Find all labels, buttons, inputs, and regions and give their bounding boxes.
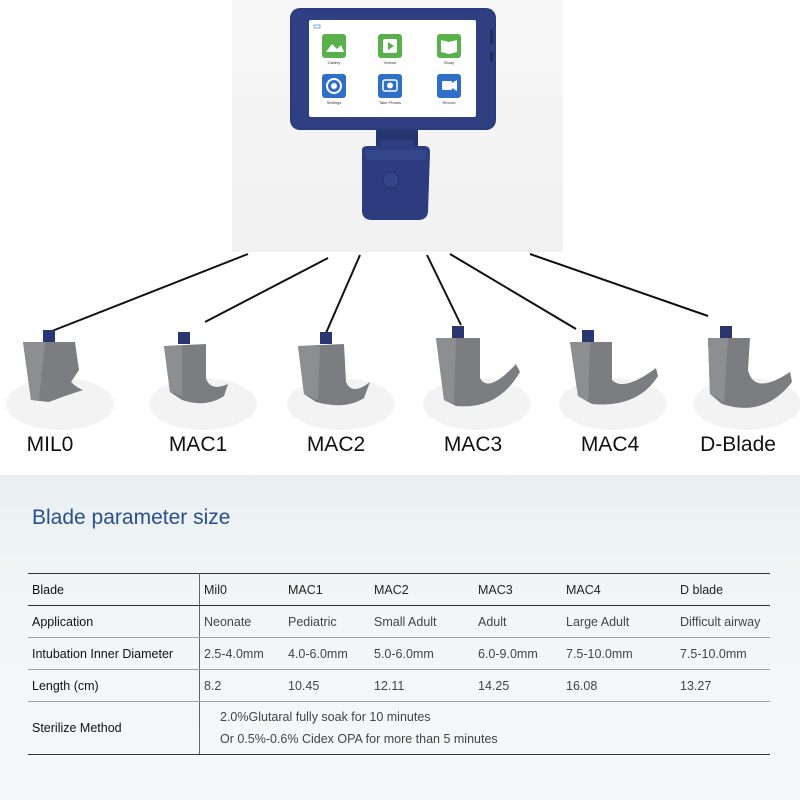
row-label: Sterilize Method (28, 701, 200, 755)
header-cell: Blade (28, 573, 200, 606)
camera-icon (378, 74, 402, 98)
connector-line (325, 254, 361, 334)
video-laryngoscope-device (290, 8, 496, 220)
blade-label-d-blade: D-Blade (700, 433, 776, 456)
sterilize-line: Or 0.5%-0.6% Cidex OPA for more than 5 m… (220, 732, 498, 746)
blade-image-mac2 (287, 332, 395, 430)
table-cell: 6.0-9.0mm (474, 637, 562, 670)
table-cell: 4.0-6.0mm (284, 637, 370, 670)
connector-line (51, 253, 249, 332)
blade-label-mac4: MAC4 (580, 433, 640, 456)
blade-image-mac1 (149, 332, 257, 430)
table-cell: 7.5-10.0mm (676, 637, 770, 670)
table-row: Length (cm) 8.2 10.45 12.11 14.25 16.08 … (28, 669, 770, 702)
screen-label-study: Study (443, 60, 455, 65)
connector-line (426, 254, 462, 326)
table-cell: Pediatric (284, 605, 370, 638)
blade-image-mac4 (559, 330, 667, 430)
table-cell: 12.11 (370, 669, 474, 702)
screen-label-videos: Videos (383, 60, 397, 65)
sterilize-line: 2.0%Glutaral fully soak for 10 minutes (220, 710, 431, 724)
connector-lines (51, 253, 709, 334)
header-cell: Mil0 (199, 573, 284, 606)
table-header-row: Blade Mil0 MAC1 MAC2 MAC3 MAC4 D blade (28, 573, 770, 606)
record-icon (437, 74, 461, 98)
blade-label-mac1: MAC1 (168, 433, 228, 456)
blade-image-mil0 (6, 330, 114, 430)
header-cell: MAC4 (562, 573, 676, 606)
power-button-icon (382, 171, 400, 189)
blade-image-mac3 (423, 326, 531, 430)
table-row: Intubation Inner Diameter 2.5-4.0mm 4.0-… (28, 637, 770, 670)
sterilize-cell: 2.0%Glutaral fully soak for 10 minutes O… (199, 701, 770, 755)
header-cell: D blade (676, 573, 770, 606)
table-cell: 7.5-10.0mm (562, 637, 676, 670)
table-cell: Adult (474, 605, 562, 638)
header-cell: MAC1 (284, 573, 370, 606)
row-label: Length (cm) (28, 669, 200, 702)
table-row: Application Neonate Pediatric Small Adul… (28, 605, 770, 638)
header-cell: MAC2 (370, 573, 474, 606)
screen-label-record: Record (442, 100, 456, 105)
table-cell: 14.25 (474, 669, 562, 702)
video-play-icon (378, 34, 402, 58)
blade-image-d-blade (693, 326, 800, 430)
blade-label-mil0: MIL0 (26, 433, 74, 456)
table-cell: 2.5-4.0mm (199, 637, 284, 670)
table-cell: 13.27 (676, 669, 770, 702)
screen-label-take-photos: Take Photos (378, 100, 401, 105)
gallery-icon (322, 34, 346, 58)
header-cell: MAC3 (474, 573, 562, 606)
parameter-table: Blade Mil0 MAC1 MAC2 MAC3 MAC4 D blade A… (28, 573, 770, 755)
table-cell: 16.08 (562, 669, 676, 702)
product-area: Gallery Videos Study Settings Take Photo… (6, 0, 800, 456)
table-cell: 8.2 (199, 669, 284, 702)
table-cell: Large Adult (562, 605, 676, 638)
row-label: Application (28, 605, 200, 638)
blade-label-mac3: MAC3 (443, 433, 503, 456)
connector-line (204, 257, 329, 323)
connector-line (449, 253, 577, 330)
screen-label-settings: Settings (326, 100, 342, 105)
settings-icon (322, 74, 346, 98)
book-icon (437, 34, 461, 58)
table-cell: 5.0-6.0mm (370, 637, 474, 670)
monitor-screen (309, 20, 476, 117)
blade-label-mac2: MAC2 (306, 433, 366, 456)
row-label: Intubation Inner Diameter (28, 637, 200, 670)
screen-label-gallery: Gallery (327, 60, 341, 65)
section-title: Blade parameter size (32, 506, 231, 529)
table-cell: Small Adult (370, 605, 474, 638)
table-row: Sterilize Method 2.0%Glutaral fully soak… (28, 701, 770, 755)
connector-line (529, 253, 709, 317)
table-cell: 10.45 (284, 669, 370, 702)
table-cell: Difficult airway (676, 605, 770, 638)
table-cell: Neonate (199, 605, 284, 638)
